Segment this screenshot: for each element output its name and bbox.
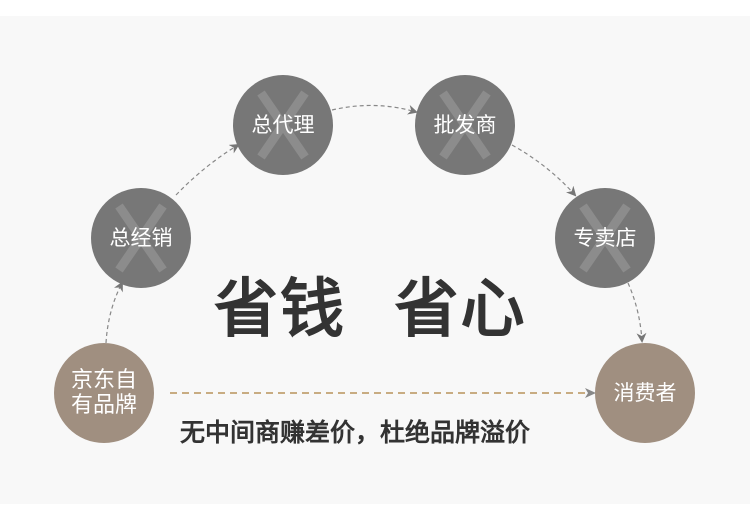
cross-icon <box>579 203 631 273</box>
node-general-distributor: 总经销 <box>91 188 191 288</box>
arrow-distributor-to-agent <box>175 143 240 196</box>
node-label: 总代理 <box>251 112 315 137</box>
node-label: 京东自有品牌 <box>70 368 137 418</box>
arrow-wholesaler-to-store <box>511 144 577 197</box>
node-brand: 京东自有品牌 <box>54 343 154 443</box>
arrow-agent-to-wholesaler <box>331 104 418 115</box>
node-label: 批发商 <box>433 112 497 137</box>
cross-icon <box>439 90 491 160</box>
node-consumer: 消费者 <box>595 343 695 443</box>
arrow-brand-to-distributor <box>105 281 123 344</box>
node-label: 总经销 <box>109 225 173 250</box>
cross-icon <box>257 90 309 160</box>
node-wholesaler: 批发商 <box>415 75 515 175</box>
slogan: 省钱 省心 <box>214 273 527 347</box>
subtitle: 无中间商赚差价，杜绝品牌溢价 <box>180 418 531 447</box>
node-store: 专卖店 <box>555 188 655 288</box>
arrow-store-to-consumer <box>627 282 647 343</box>
cross-icon <box>115 203 167 273</box>
node-label: 专卖店 <box>573 225 637 250</box>
direct-arrow-head <box>585 388 596 398</box>
node-label: 消费者 <box>613 380 677 405</box>
node-general-agent: 总代理 <box>233 75 333 175</box>
